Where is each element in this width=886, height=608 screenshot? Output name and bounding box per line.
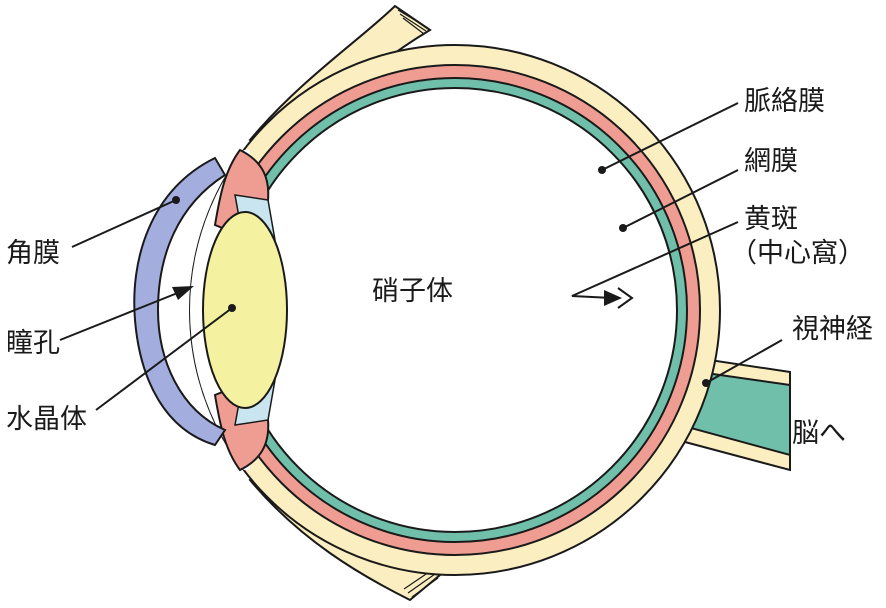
arrow-pupil — [172, 286, 194, 300]
leader-choroid — [601, 102, 739, 171]
leader-retina — [622, 169, 739, 229]
leader-optic-nerve — [705, 339, 783, 384]
label-macula: 黄斑 — [744, 204, 798, 235]
label-vitreous: 硝子体 — [372, 276, 453, 307]
label-fovea: （中心窩） — [730, 238, 865, 269]
leader-pupil — [59, 291, 181, 341]
label-choroid: 脈絡膜 — [744, 86, 825, 117]
label-optic-nerve: 視神経 — [792, 314, 873, 345]
lens — [202, 211, 288, 409]
leader-macula — [571, 221, 739, 299]
label-retina: 網膜 — [744, 146, 798, 177]
label-to-brain: 脳へ — [792, 418, 846, 449]
leader-lens — [95, 307, 233, 411]
cornea — [133, 156, 227, 447]
dot-retina — [619, 224, 627, 232]
dot-lens — [228, 304, 236, 312]
dot-choroid — [598, 166, 606, 174]
dot-cornea — [172, 196, 180, 204]
label-lens: 水晶体 — [6, 404, 87, 435]
label-cornea: 角膜 — [6, 238, 60, 269]
label-pupil: 瞳孔 — [6, 328, 60, 359]
vitreous-body — [232, 87, 678, 533]
arrow-macula — [604, 290, 622, 306]
leader-cornea — [71, 199, 177, 248]
dot-optic-nerve — [702, 379, 710, 387]
fovea-notch — [617, 287, 634, 309]
